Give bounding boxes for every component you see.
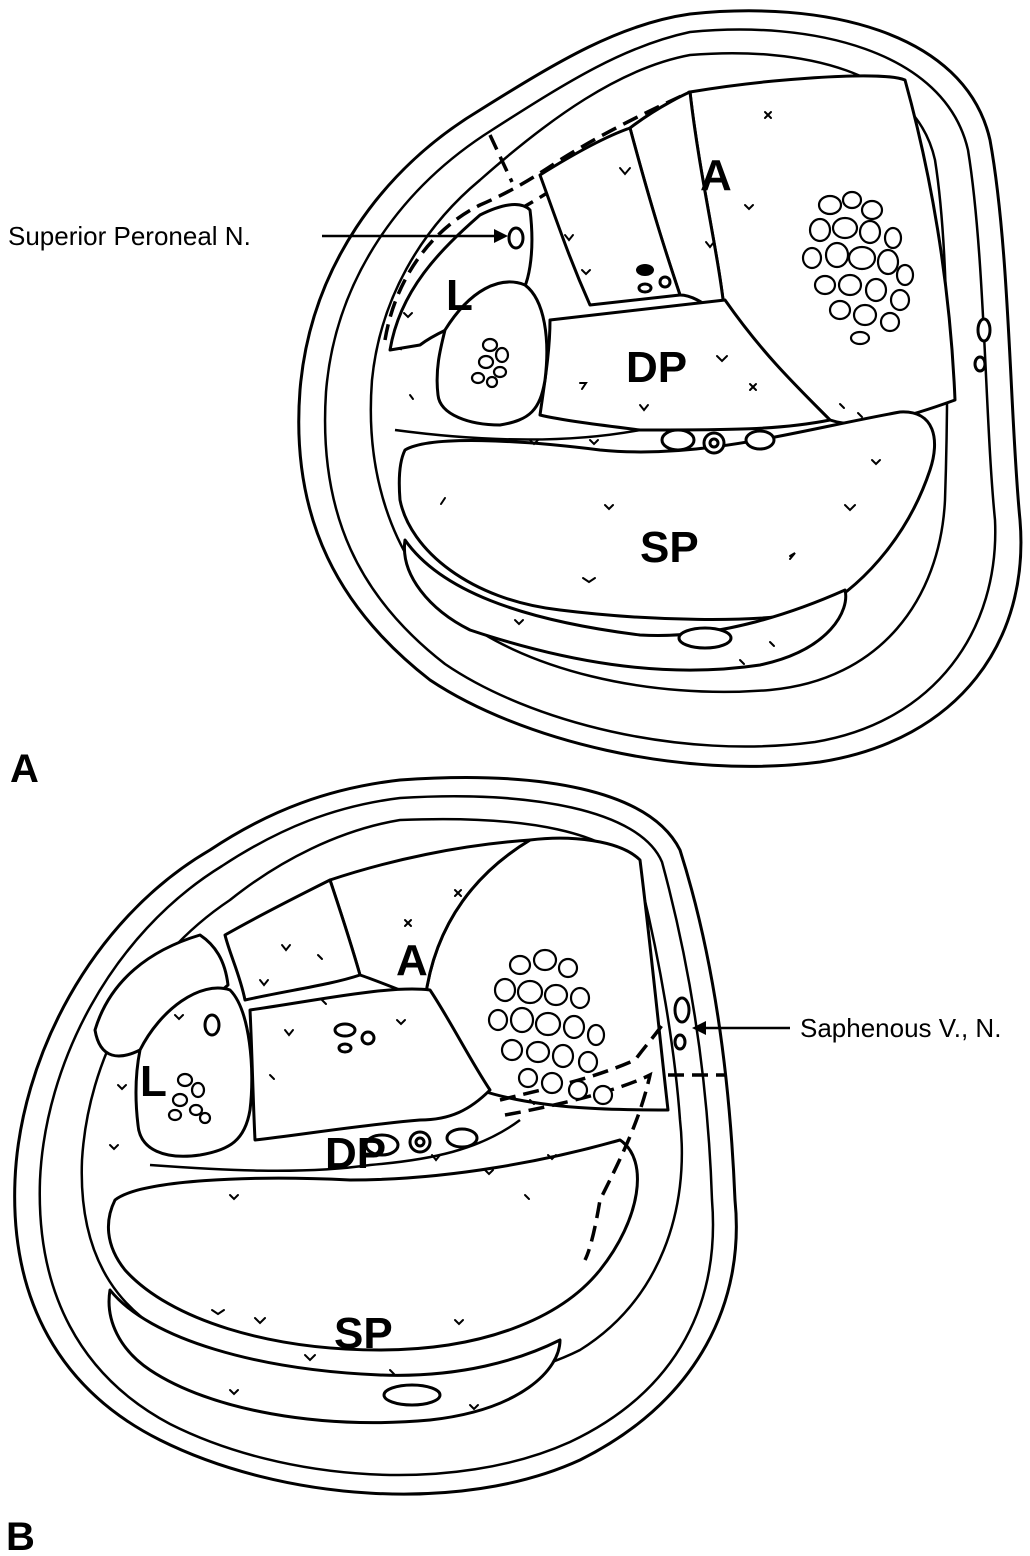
panel-b-superior-peroneal-nerve [205,1015,219,1035]
panel-a-label: A [10,747,39,791]
panel-a-label-superficial-posterior: SP [640,523,699,572]
panel-a-label-lateral: L [446,271,473,320]
panel-a-posterior-vessels [662,430,774,453]
panel-a-cross-section: A L DP SP Superior Peroneal N. A [8,11,1021,791]
panel-a-label-anterior: A [700,151,732,200]
panel-b-label: B [6,1515,35,1556]
panel-b-cross-section: A L DP SP Saphenous V., N. B [6,778,1001,1556]
panel-a-superior-peroneal-nerve [509,228,523,248]
panel-a-small-saphenous [679,628,731,648]
panel-b-annotation: Saphenous V., N. [800,1013,1001,1043]
panel-b-label-superficial-posterior: SP [334,1309,393,1358]
panel-a-label-deep-posterior: DP [626,343,687,392]
panel-b-label-anterior: A [396,936,428,985]
panel-b-label-deep-posterior: DP [325,1129,386,1178]
panel-a-annotation: Superior Peroneal N. [8,221,251,251]
panel-b-small-saphenous [384,1385,440,1405]
panel-b-label-lateral: L [140,1057,167,1106]
